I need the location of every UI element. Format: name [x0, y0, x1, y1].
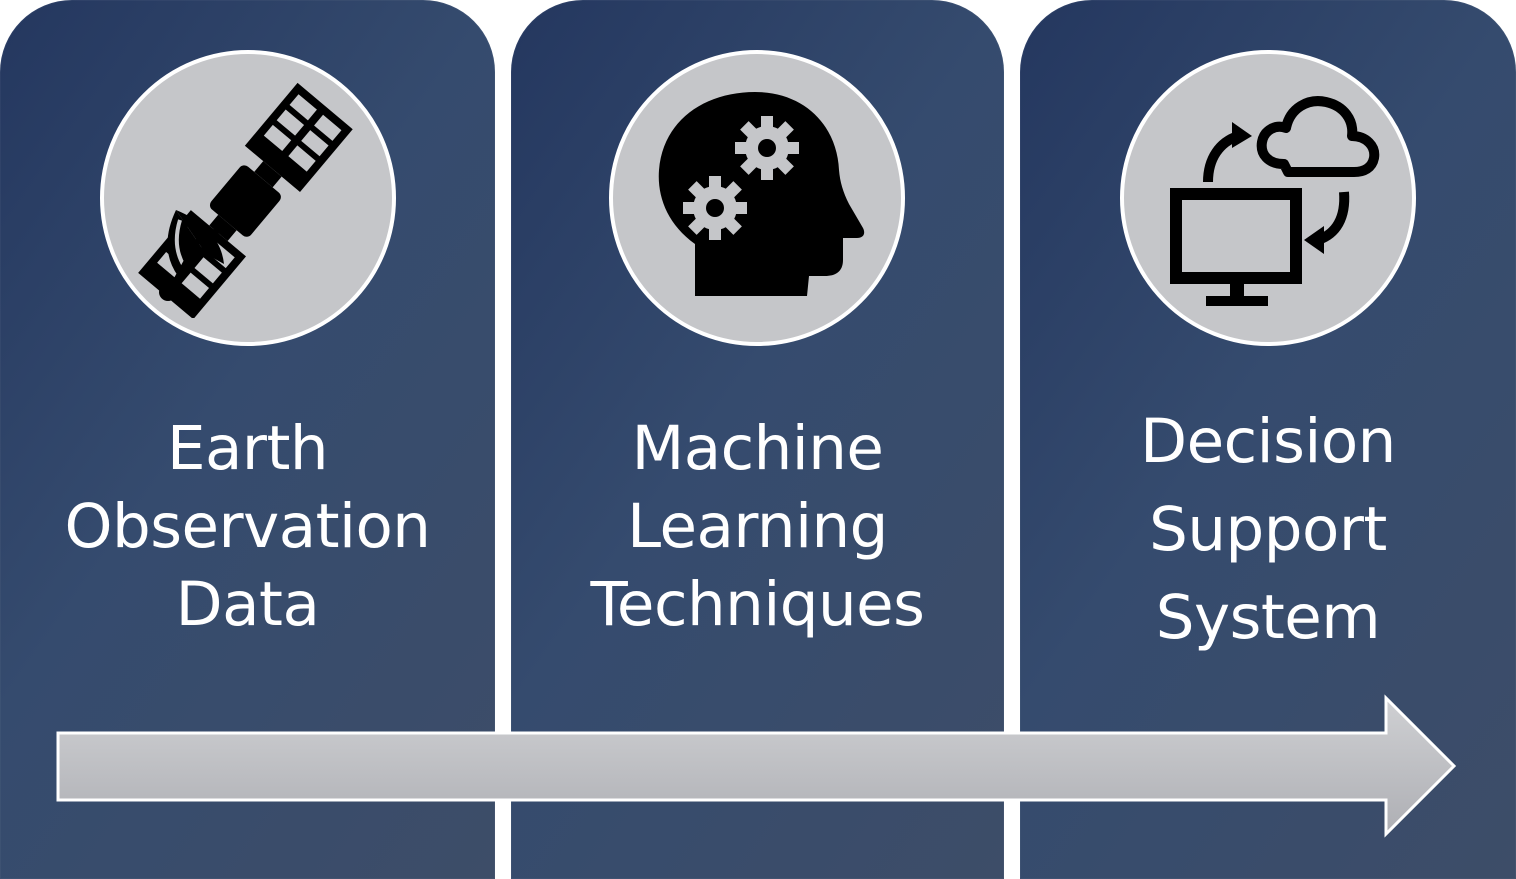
stage-panel-earth-observation: Earth Observation Data	[0, 0, 495, 879]
label-line: Techniques	[590, 569, 925, 640]
label-line: Machine	[631, 413, 884, 484]
stage-panel-decision-support: Decision Support System	[1020, 0, 1516, 879]
label-line: Observation	[64, 491, 431, 562]
label-line: Support	[1149, 494, 1387, 565]
satellite-icon	[138, 82, 353, 318]
head-gears-icon	[658, 92, 865, 296]
label-line: Data	[175, 569, 320, 640]
label-line: System	[1155, 582, 1381, 653]
label-line: Decision	[1140, 406, 1396, 477]
stage-panel-machine-learning: Machine Learning Techniques	[511, 0, 1004, 879]
stage-label: Earth Observation Data	[0, 410, 495, 644]
stage-label: Decision Support System	[1020, 398, 1516, 662]
stage-label: Machine Learning Techniques	[511, 410, 1004, 644]
label-line: Earth	[166, 413, 329, 484]
icon-circle	[100, 50, 396, 346]
icon-circle	[609, 50, 905, 346]
icon-circle	[1120, 50, 1416, 346]
label-line: Learning	[627, 491, 888, 562]
cloud-computer-sync-icon	[1170, 96, 1380, 306]
